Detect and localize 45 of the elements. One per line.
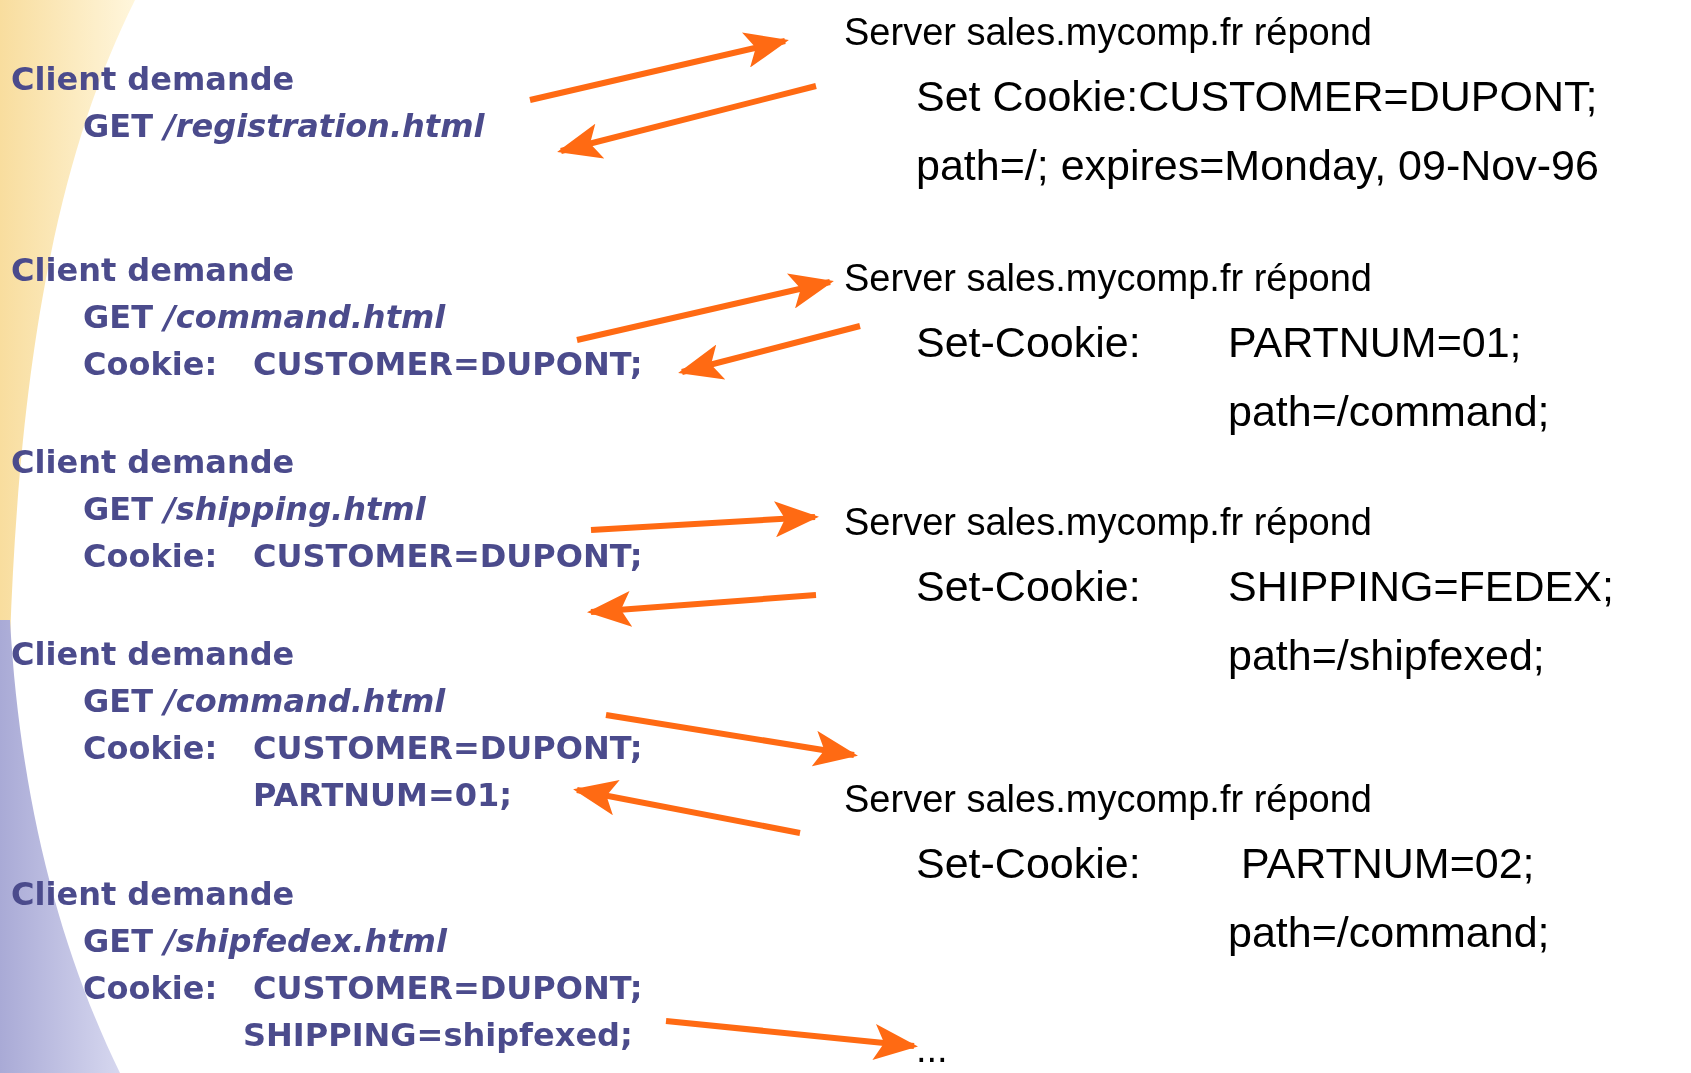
header-value: CUSTOMER=DUPONT; [253,348,643,380]
header-value: PARTNUM=01; [253,779,513,811]
request-heading: Client demande [11,638,295,670]
request-line: GET /shipping.html [83,493,426,525]
header-value: SHIPPING=shipfexed; [243,1019,633,1051]
response-line: Set-Cookie: [916,842,1141,885]
request-line: GET /registration.html [83,110,485,142]
response-heading: Server sales.mycomp.fr répond [844,503,1372,541]
arrow [573,779,801,836]
arrow [529,32,789,103]
response-line: Set Cookie:CUSTOMER=DUPONT; [916,75,1598,118]
arrow [605,712,858,767]
arrow [678,323,861,380]
request-heading: Client demande [11,63,295,95]
ellipsis-text: ... [916,1030,948,1068]
header-value: PARTNUM=02; [1241,842,1535,885]
response-heading: Server sales.mycomp.fr répond [844,13,1372,51]
header-value: path=/; expires=Monday, 09-Nov-96 [916,144,1599,187]
header-value: path=/command; [1228,911,1550,954]
arrow [557,83,817,159]
header-value: CUSTOMER=DUPONT; [253,732,643,764]
header-name: Cookie: [83,972,218,1004]
request-line: GET /shipfedex.html [83,925,447,957]
arrow [576,273,834,343]
response-line: Set-Cookie: [916,565,1141,608]
arrow [665,1018,918,1060]
request-heading: Client demande [11,878,295,910]
header-name: Cookie: [83,732,218,764]
response-line: Set-Cookie: [916,321,1141,364]
arrow [590,501,819,538]
header-value: path=/shipfexed; [1228,634,1545,677]
arrow [587,591,817,627]
response-heading: Server sales.mycomp.fr répond [844,259,1372,297]
header-name: Cookie: [83,540,218,572]
header-value: CUSTOMER=DUPONT; [253,540,643,572]
header-value: CUSTOMER=DUPONT; [253,972,643,1004]
header-value: SHIPPING=FEDEX; [1228,565,1614,608]
request-line: GET /command.html [83,685,446,717]
header-name: Cookie: [83,348,218,380]
request-heading: Client demande [11,254,295,286]
request-heading: Client demande [11,446,295,478]
header-value: path=/command; [1228,390,1550,433]
header-value: PARTNUM=01; [1228,321,1522,364]
request-line: GET /command.html [83,301,446,333]
response-heading: Server sales.mycomp.fr répond [844,780,1372,818]
